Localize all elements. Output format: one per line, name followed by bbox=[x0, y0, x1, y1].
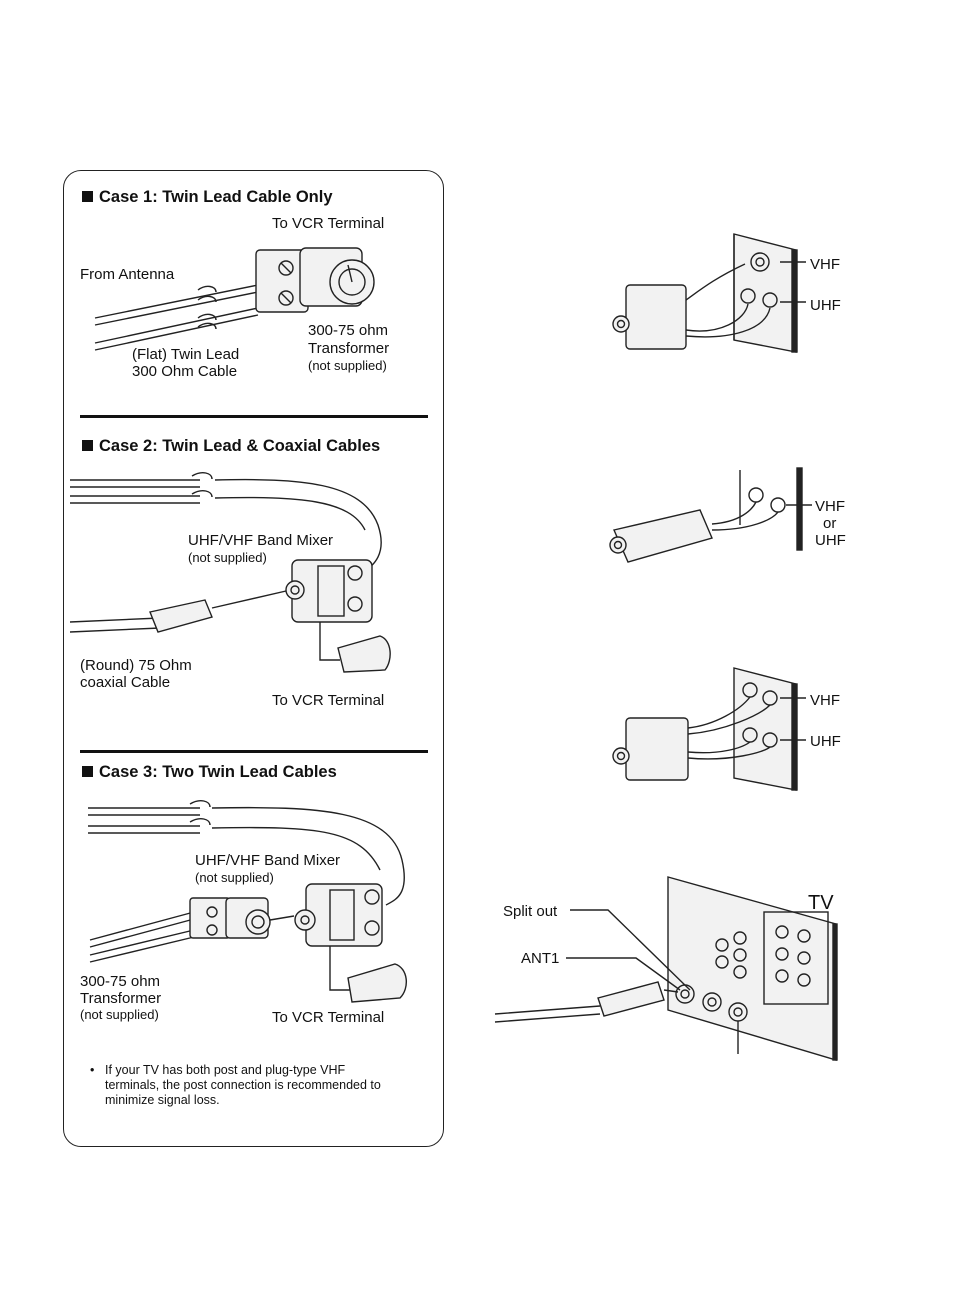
case1-transformer-note: (not supplied) bbox=[308, 358, 387, 373]
diagram2-vhf-label: VHF bbox=[815, 498, 845, 515]
diagram3-uhf-label: UHF bbox=[810, 733, 841, 750]
bullet-square-icon bbox=[82, 440, 93, 451]
case1-cable-line2: 300 Ohm Cable bbox=[132, 363, 238, 380]
section-divider bbox=[80, 750, 428, 753]
tv-label: TV bbox=[808, 892, 834, 914]
section-divider bbox=[80, 415, 428, 418]
case3-mixer-note: (not supplied) bbox=[195, 870, 274, 885]
case1-to-vcr-label: To VCR Terminal bbox=[272, 215, 385, 232]
case3-transformer-note: (not supplied) bbox=[80, 1007, 159, 1022]
case1-from-antenna-label: From Antenna bbox=[80, 266, 175, 283]
ant1-label: ANT1 bbox=[521, 950, 560, 967]
case3-transformer-line1: 300-75 ohm bbox=[80, 973, 161, 990]
case2-coax-line2: coaxial Cable bbox=[80, 674, 171, 691]
diagram1-vhf-label: VHF bbox=[810, 256, 840, 273]
bullet-square-icon bbox=[82, 191, 93, 202]
signal-loss-note: • If your TV has both post and plug-type… bbox=[90, 1063, 381, 1107]
case3-to-vcr-label: To VCR Terminal bbox=[272, 1009, 385, 1026]
case1-cable-line1: (Flat) Twin Lead bbox=[132, 346, 240, 363]
diagram3-vhf-label: VHF bbox=[810, 692, 840, 709]
case2-heading: Case 2: Twin Lead & Coaxial Cables bbox=[82, 437, 380, 456]
case2-coax-line1: (Round) 75 Ohm bbox=[80, 657, 192, 674]
case1-transformer-line1: 300-75 ohm bbox=[308, 322, 389, 339]
case-panel bbox=[63, 170, 444, 1147]
case3-heading: Case 3: Two Twin Lead Cables bbox=[82, 763, 337, 782]
case3-mixer-label: UHF/VHF Band Mixer bbox=[195, 852, 341, 869]
split-out-label: Split out bbox=[503, 903, 558, 920]
diagram2-or-label: or bbox=[823, 515, 837, 532]
case3-transformer-line2: Transformer bbox=[80, 990, 162, 1007]
case2-mixer-label: UHF/VHF Band Mixer bbox=[188, 532, 334, 549]
case1-transformer-line2: Transformer bbox=[308, 340, 390, 357]
diagram1-uhf-label: UHF bbox=[810, 297, 841, 314]
case2-mixer-note: (not supplied) bbox=[188, 550, 267, 565]
case1-heading: Case 1: Twin Lead Cable Only bbox=[82, 188, 333, 207]
case2-to-vcr-label: To VCR Terminal bbox=[272, 692, 385, 709]
bullet-square-icon bbox=[82, 766, 93, 777]
diagram2-uhf-label: UHF bbox=[815, 532, 846, 549]
